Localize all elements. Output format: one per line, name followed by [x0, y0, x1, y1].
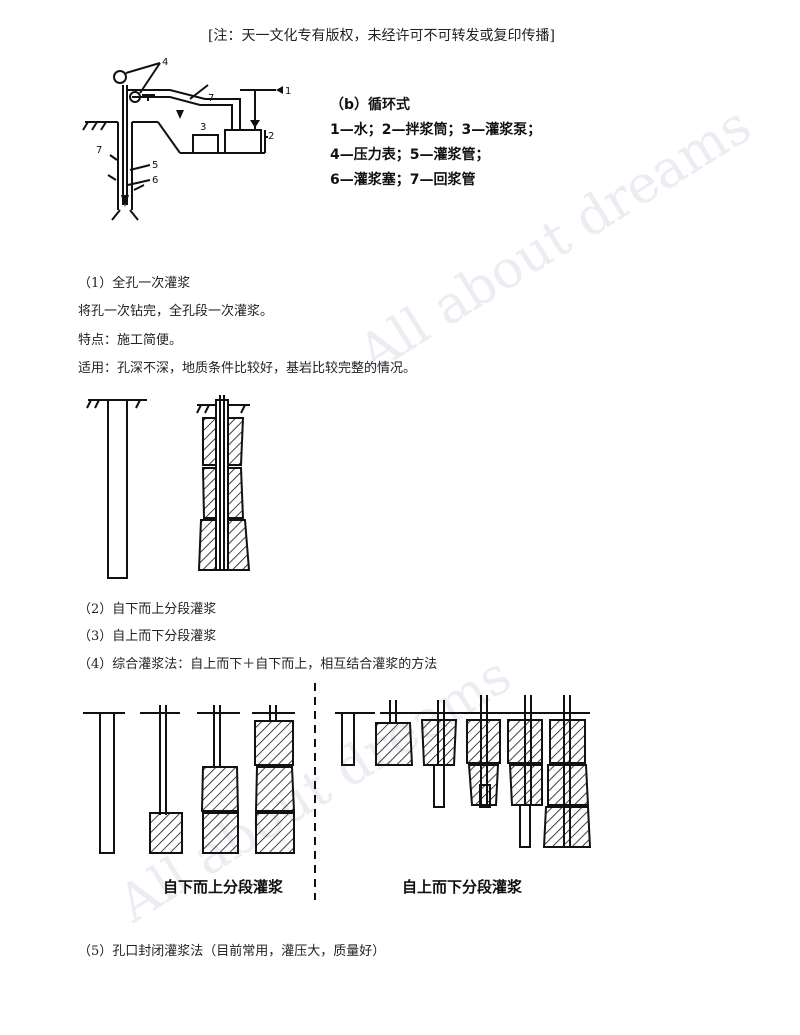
section-1-title: （1）全孔一次灌浆	[78, 276, 191, 291]
callout-1: 1	[285, 86, 291, 97]
full-hole-grouting-diagram	[86, 395, 251, 579]
section-3-title: （3）自上而下分段灌浆	[78, 629, 217, 644]
section-4-title: （4）综合灌浆法：自上而下＋自下而上，相互结合灌浆的方法	[78, 657, 438, 672]
callout-3: 3	[200, 122, 206, 133]
figure-b-title: （b）循环式	[330, 97, 411, 113]
callout-6: 6	[152, 175, 158, 186]
section-5-title: （5）孔口封闭灌浆法（目前常用，灌压大，质量好）	[78, 944, 386, 959]
legend-line: 6—灌浆塞；7—回浆管	[330, 172, 476, 188]
copyright-notice: [注：天一文化专有版权，未经许可不可转发或复印传播]	[208, 28, 555, 44]
section-1-apply: 适用：孔深不深，地质条件比较好，基岩比较完整的情况。	[78, 361, 417, 376]
caption-top-down: 自上而下分段灌浆	[402, 878, 523, 896]
section-2-title: （2）自下而上分段灌浆	[78, 602, 217, 617]
circulating-grouting-diagram: 4 1 7 3 2 5 6 7	[82, 57, 291, 221]
section-1-feature: 特点：施工简便。	[78, 333, 183, 348]
callout-7: 7	[208, 93, 214, 104]
section-1-desc: 将孔一次钻完，全孔段一次灌浆。	[78, 304, 274, 319]
callout-2: 2	[268, 131, 274, 142]
legend-line: 4—压力表；5—灌浆管；	[330, 147, 490, 163]
staged-grouting-diagram	[83, 683, 592, 900]
callout-7-left: 7	[96, 145, 102, 156]
callout-5: 5	[152, 160, 158, 171]
callout-4: 4	[162, 57, 168, 68]
legend-line: 1—水；2—拌浆筒；3—灌浆泵；	[330, 122, 542, 138]
figure-b-legend: （b）循环式 1—水；2—拌浆筒；3—灌浆泵； 4—压力表；5—灌浆管； 6—灌…	[330, 93, 541, 193]
caption-bottom-up: 自下而上分段灌浆	[163, 878, 284, 896]
